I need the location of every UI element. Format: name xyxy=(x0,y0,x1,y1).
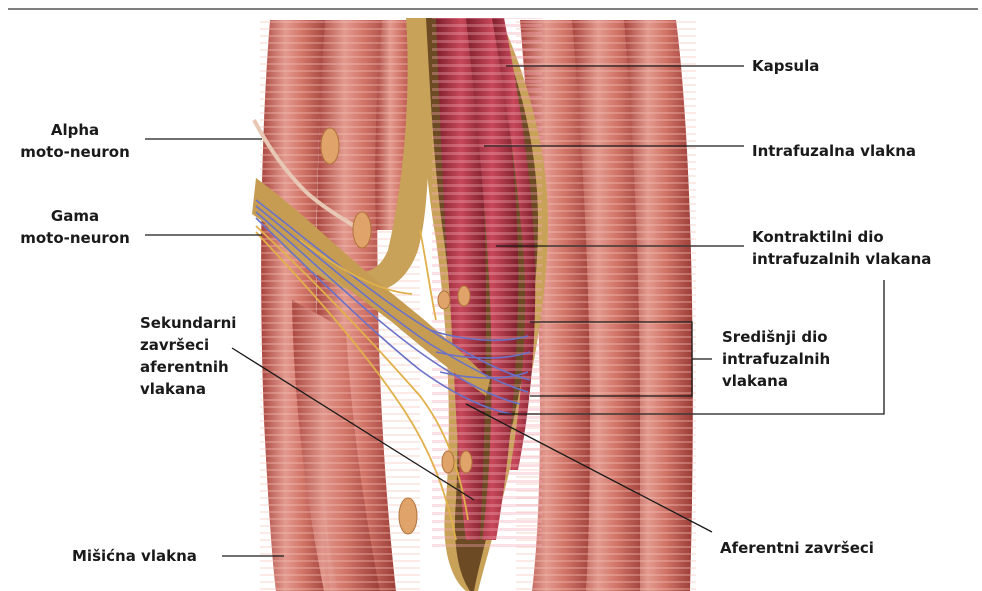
label-gama-moto-neuron: Gama moto-neuron xyxy=(0,205,150,249)
label-line: intrafuzalnih vlakana xyxy=(752,248,931,270)
label-line: Alpha xyxy=(0,119,150,141)
label-aferentni-zavrseci: Aferentni završeci xyxy=(720,537,874,559)
label-line: vlakana xyxy=(140,378,236,400)
label-intrafuzalna-vlakna: Intrafuzalna vlakna xyxy=(752,140,916,162)
label-alpha-moto-neuron: Alpha moto-neuron xyxy=(0,119,150,163)
label-sekundarni-zavrseci: Sekundarni završeci aferentnih vlakana xyxy=(140,312,236,400)
label-line: Kontraktilni dio xyxy=(752,226,931,248)
label-line: aferentnih xyxy=(140,356,236,378)
label-line: Gama xyxy=(0,205,150,227)
label-kontraktilni-dio: Kontraktilni dio intrafuzalnih vlakana xyxy=(752,226,931,270)
label-misicna-vlakna: Mišićna vlakna xyxy=(72,545,197,567)
label-line: moto-neuron xyxy=(0,227,150,249)
label-line: moto-neuron xyxy=(0,141,150,163)
label-kapsula: Kapsula xyxy=(752,55,819,77)
label-line: intrafuzalnih xyxy=(722,348,830,370)
label-line: završeci xyxy=(140,334,236,356)
label-line: vlakana xyxy=(722,370,830,392)
label-line: Sekundarni xyxy=(140,312,236,334)
label-line: Središnji dio xyxy=(722,326,830,348)
label-sredisnji-dio: Središnji dio intrafuzalnih vlakana xyxy=(722,326,830,392)
right-muscle-fibers xyxy=(516,20,696,591)
